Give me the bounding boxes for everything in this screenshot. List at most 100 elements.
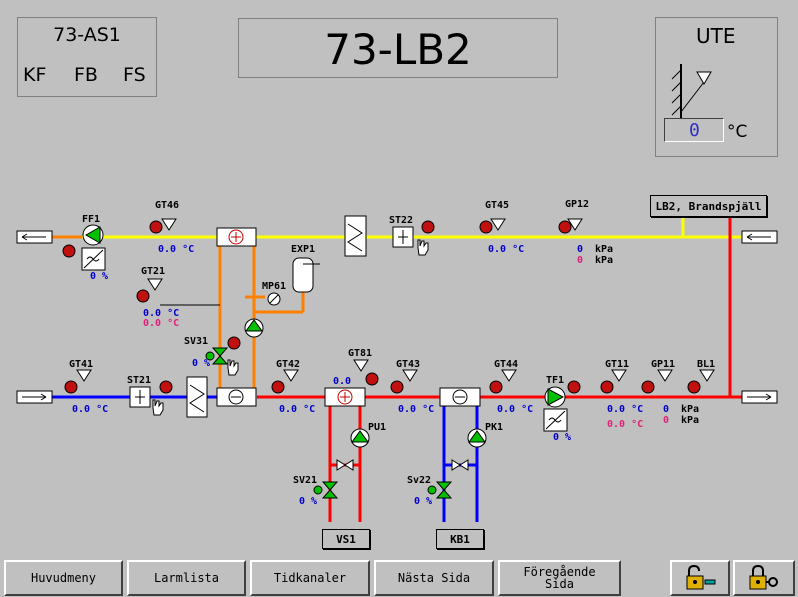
gt11-sensor-icon — [611, 369, 627, 382]
gp12-value-2: 0 — [577, 255, 584, 266]
sv21-label[interactable]: SV21 — [293, 475, 318, 486]
sv22-position: 0 % — [414, 496, 433, 507]
recovery-pump-icon — [244, 318, 264, 338]
cooling-pump-icon — [467, 428, 487, 448]
pu1-label[interactable]: PU1 — [368, 422, 387, 433]
st21-label[interactable]: ST21 — [127, 375, 152, 386]
gp12-value-1: 0 — [577, 244, 584, 255]
gp12-sensor-icon — [567, 218, 583, 231]
gt42-sensor-icon — [283, 369, 299, 382]
bl1-label[interactable]: BL1 — [697, 359, 716, 370]
gt42-value: 0.0 °C — [279, 404, 316, 415]
gt46-value: 0.0 °C — [158, 244, 195, 255]
expansion-vessel-icon — [292, 257, 320, 293]
padlock-open-icon — [686, 564, 716, 590]
fs-status[interactable]: FS — [123, 64, 146, 86]
gp12-unit-2: kPa — [595, 255, 614, 266]
vs1-link-button[interactable]: VS1 — [322, 529, 370, 549]
exhaust-inlet-arrow — [741, 230, 778, 244]
time-channels-button[interactable]: Tidkanaler — [250, 560, 370, 596]
gt11-label[interactable]: GT11 — [605, 359, 630, 370]
gp11-alarm-icon — [641, 380, 655, 394]
tf1-speed: 0 % — [553, 432, 572, 443]
gt43-sensor-icon — [402, 369, 418, 382]
heating-pump-icon — [350, 428, 370, 448]
sv21-valve-icon — [313, 481, 339, 499]
mp61-label[interactable]: MP61 — [262, 281, 287, 292]
gt11-value-1: 0.0 °C — [607, 404, 644, 415]
gt46-label[interactable]: GT46 — [155, 200, 180, 211]
vs1-link-label: VS1 — [336, 532, 356, 546]
fb-status[interactable]: FB — [74, 64, 98, 86]
exhaust-damper-icon — [392, 226, 414, 248]
gt45-value: 0.0 °C — [488, 244, 525, 255]
heating-balance-valve-icon — [336, 459, 354, 471]
gt81-sensor-icon — [353, 359, 369, 372]
sv21-position: 0 % — [299, 496, 318, 507]
outdoor-panel: UTE 0 °C — [655, 17, 778, 157]
gt21-sensor-icon — [147, 278, 163, 291]
sv31-manual-hand-icon — [227, 359, 239, 376]
previous-page-button[interactable]: Föregående Sida — [498, 560, 621, 596]
cooling-coil-icon — [439, 387, 481, 407]
gt45-label[interactable]: GT45 — [485, 200, 510, 211]
gp11-label[interactable]: GP11 — [651, 359, 676, 370]
exhaust-recovery-coil-icon — [216, 227, 257, 247]
lb2-fire-damper-button[interactable]: LB2, Brandspjäll — [650, 195, 767, 217]
outdoor-temp-unit: °C — [727, 122, 748, 142]
gp12-label[interactable]: GP12 — [565, 199, 590, 210]
gt21-value-1: 0.0 °C — [143, 308, 180, 319]
main-menu-button[interactable]: Huvudmeny — [4, 560, 123, 596]
sv22-label[interactable]: Sv22 — [407, 475, 432, 486]
login-lock-button[interactable] — [670, 560, 730, 596]
exp1-label[interactable]: EXP1 — [291, 244, 316, 255]
gt45-sensor-icon — [490, 218, 506, 231]
previous-page-label: Föregående Sida — [523, 565, 596, 591]
gt41-label[interactable]: GT41 — [69, 359, 94, 370]
next-page-button[interactable]: Nästa Sida — [374, 560, 494, 596]
gp11-unit-1: kPa — [681, 404, 700, 415]
gt21-label[interactable]: GT21 — [141, 266, 166, 277]
padlock-key-icon — [749, 564, 778, 590]
kb1-link-button[interactable]: KB1 — [436, 529, 484, 549]
gp11-value-1: 0 — [663, 404, 670, 415]
page-title: 73-LB2 — [324, 25, 472, 74]
ff1-speed: 0 % — [90, 271, 109, 282]
outdoor-inlet-arrow — [16, 390, 53, 404]
sv22-valve-icon — [427, 481, 453, 499]
gt42-label[interactable]: GT42 — [276, 359, 301, 370]
ff1-alarm-icon — [62, 244, 76, 258]
tf1-label[interactable]: TF1 — [546, 375, 565, 386]
exhaust-fan-icon — [81, 224, 106, 271]
st22-manual-hand-icon — [417, 239, 429, 256]
gt21-value-2: 0.0 °C — [143, 318, 180, 329]
logout-lock-button[interactable] — [733, 560, 795, 596]
alarm-list-button[interactable]: Larmlista — [127, 560, 246, 596]
exhaust-filter-icon — [344, 215, 367, 257]
gt81-alarm-icon — [365, 372, 379, 386]
gt81-label[interactable]: GT81 — [348, 348, 373, 359]
outdoor-temp-value: 0 — [689, 120, 700, 141]
gt43-value: 0.0 °C — [398, 404, 435, 415]
outdoor-sensor-icon — [671, 64, 712, 124]
sv31-label[interactable]: SV31 — [184, 336, 209, 347]
gt43-label[interactable]: GT43 — [396, 359, 421, 370]
next-page-label: Nästa Sida — [397, 571, 471, 585]
supply-filter-icon — [186, 376, 208, 418]
cooling-balance-valve-icon — [451, 459, 469, 471]
supply-recovery-coil-icon — [216, 387, 257, 407]
gt41-alarm-icon — [64, 380, 78, 394]
st22-label[interactable]: ST22 — [389, 215, 414, 226]
kf-status[interactable]: KF — [23, 64, 47, 86]
pk1-label[interactable]: PK1 — [485, 422, 504, 433]
gt46-alarm-icon — [149, 220, 163, 234]
heating-coil-icon — [324, 387, 366, 407]
ff1-label[interactable]: FF1 — [82, 214, 101, 225]
gt46-sensor-icon — [161, 218, 177, 231]
exhaust-outlet-arrow — [16, 230, 53, 244]
outdoor-label: UTE — [696, 24, 736, 48]
gt44-label[interactable]: GT44 — [494, 359, 519, 370]
alarm-list-label: Larmlista — [153, 571, 220, 585]
page-title-box: 73-LB2 — [238, 18, 558, 78]
time-channels-label: Tidkanaler — [273, 571, 347, 585]
